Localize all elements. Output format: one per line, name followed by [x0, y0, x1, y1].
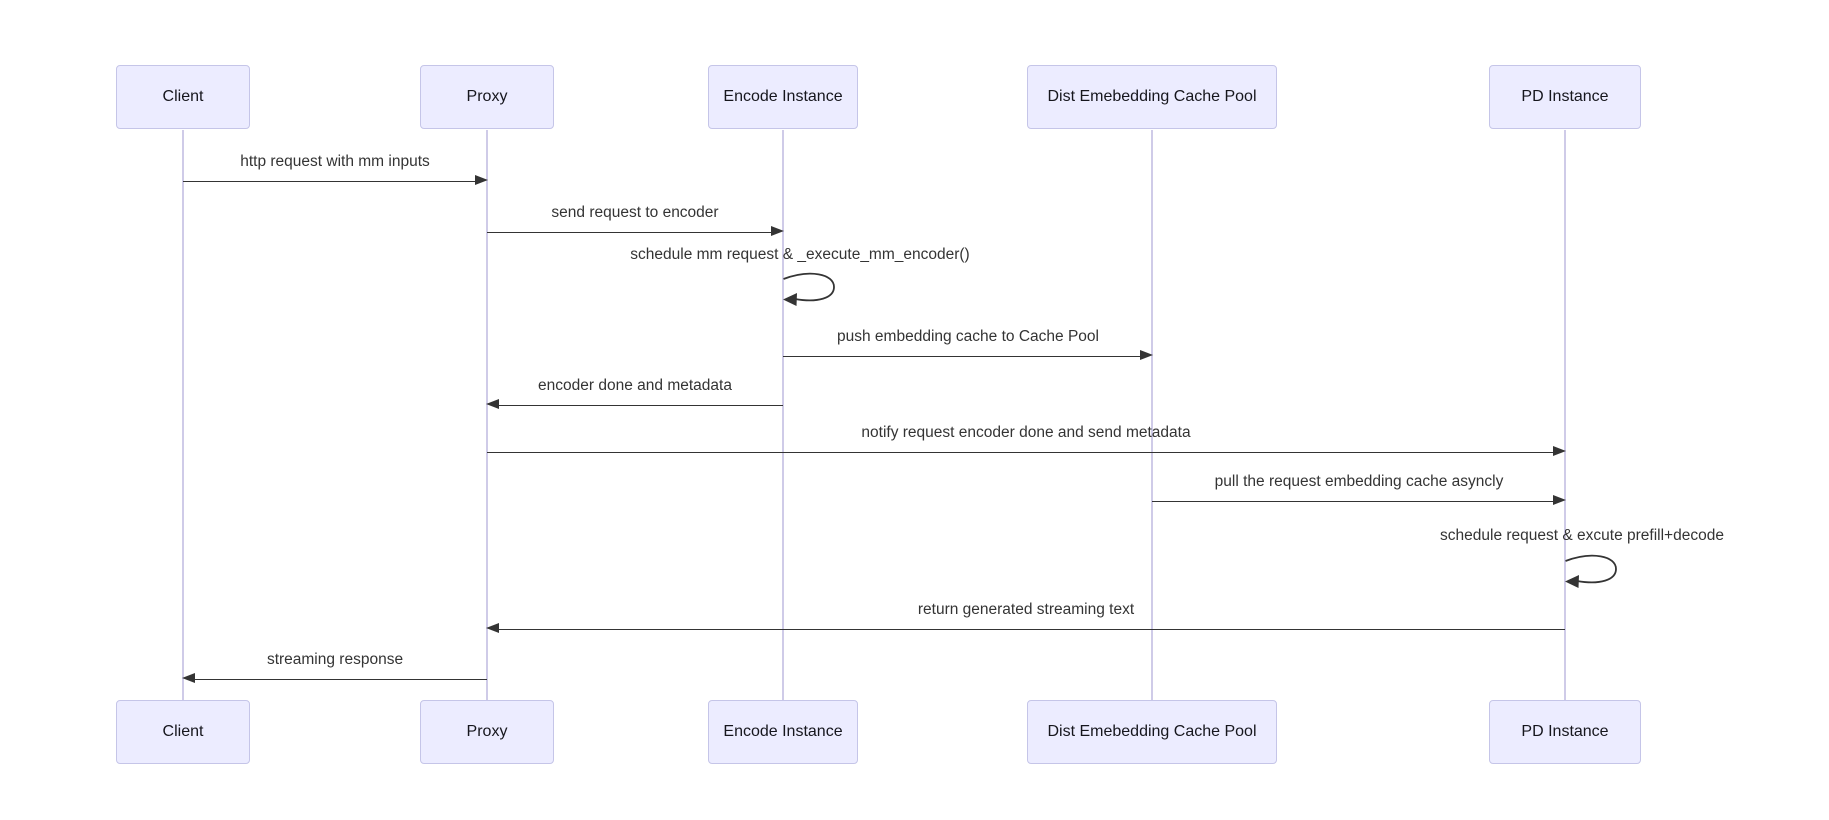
actor-label-proxy: Proxy [466, 88, 508, 105]
message-arrow-5 [486, 399, 783, 410]
arrowhead-right-icon [475, 175, 488, 186]
actor-label-encode-instance: Encode Instance [723, 723, 843, 740]
message-arrow-2 [487, 226, 784, 237]
message-label-4: push embedding cache to Cache Pool [837, 328, 1099, 345]
actor-box-proxy-bottom: Proxy [420, 700, 554, 764]
message-arrow-9 [486, 623, 1565, 634]
lifeline-pd-instance [1564, 130, 1566, 700]
message-arrow-10 [182, 673, 487, 684]
actor-label-proxy: Proxy [466, 723, 508, 740]
arrowhead-left-icon [182, 673, 195, 684]
message-label-6: notify request encoder done and send met… [861, 424, 1191, 441]
message-label-9: return generated streaming text [917, 601, 1135, 618]
lifeline-encode-instance [782, 130, 784, 700]
message-label-7: pull the request embedding cache asyncly [1214, 473, 1504, 490]
actor-box-client-top: Client [116, 65, 250, 129]
actor-box-encode-instance-top: Encode Instance [708, 65, 858, 129]
self-loop-arrow-icon [1565, 554, 1617, 588]
message-label-5: encoder done and metadata [538, 377, 732, 394]
arrowhead-right-icon [1140, 350, 1153, 361]
message-label-8: schedule request & excute prefill+decode [1440, 527, 1724, 544]
actor-label-pd-instance: PD Instance [1521, 88, 1609, 105]
actor-label-client: Client [162, 723, 204, 740]
arrowhead-right-icon [771, 226, 784, 237]
actor-box-encode-instance-bottom: Encode Instance [708, 700, 858, 764]
actor-box-dist-embedding-cache-pool-bottom: Dist Emebedding Cache Pool [1027, 700, 1277, 764]
actor-box-pd-instance-bottom: PD Instance [1489, 700, 1641, 764]
actor-label-dist-embedding-cache-pool: Dist Emebedding Cache Pool [1047, 88, 1257, 105]
message-arrow-7 [1152, 495, 1566, 506]
arrowhead-left-icon [486, 399, 499, 410]
message-label-2: send request to encoder [551, 204, 719, 221]
message-label-1: http request with mm inputs [240, 153, 430, 170]
actor-label-client: Client [162, 88, 204, 105]
actor-label-dist-embedding-cache-pool: Dist Emebedding Cache Pool [1047, 723, 1257, 740]
message-arrow-1 [183, 175, 488, 186]
actor-box-dist-embedding-cache-pool-top: Dist Emebedding Cache Pool [1027, 65, 1277, 129]
actor-box-pd-instance-top: PD Instance [1489, 65, 1641, 129]
message-arrow-4 [783, 350, 1153, 361]
message-arrow-6 [487, 446, 1566, 457]
actor-label-encode-instance: Encode Instance [723, 88, 843, 105]
actor-label-pd-instance: PD Instance [1521, 723, 1609, 740]
arrowhead-right-icon [1553, 495, 1566, 506]
actor-box-proxy-top: Proxy [420, 65, 554, 129]
message-label-10: streaming response [266, 651, 404, 668]
actor-box-client-bottom: Client [116, 700, 250, 764]
self-loop-arrow-icon [783, 272, 835, 306]
arrowhead-left-icon [486, 623, 499, 634]
arrowhead-right-icon [1553, 446, 1566, 457]
message-label-3: schedule mm request & _execute_mm_encode… [630, 246, 970, 263]
lifeline-proxy [486, 130, 488, 700]
lifeline-client [182, 130, 184, 700]
lifeline-dist-embedding-cache-pool [1151, 130, 1153, 700]
